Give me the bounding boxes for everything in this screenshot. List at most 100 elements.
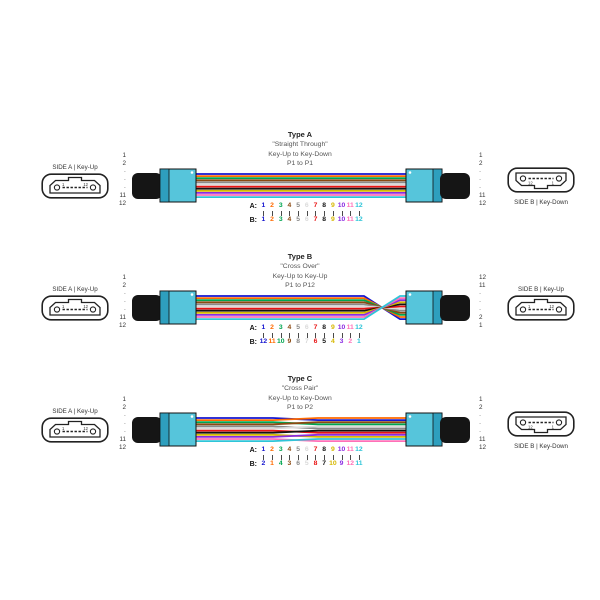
position-number: 2 bbox=[122, 282, 126, 289]
fiber-number: 3 bbox=[278, 216, 283, 223]
fiber-number: 8 bbox=[322, 202, 327, 209]
map-connection-tick bbox=[285, 210, 294, 216]
position-number: 12 bbox=[479, 444, 487, 451]
position-number: · bbox=[123, 184, 126, 191]
cable-assembly bbox=[132, 290, 470, 325]
fiber-number: 8 bbox=[322, 324, 327, 331]
map-connection-tick bbox=[285, 332, 294, 338]
mpo-connector-stripe bbox=[159, 290, 170, 325]
map-connection-tick bbox=[337, 210, 346, 216]
fiber-number: 5 bbox=[304, 460, 309, 467]
fiber-number: 9 bbox=[330, 324, 335, 331]
pin-number-right: 1 bbox=[552, 425, 555, 430]
fiber-number: 1 bbox=[261, 324, 266, 331]
fiber-number: 12 bbox=[346, 460, 354, 467]
position-number: · bbox=[123, 168, 126, 175]
fiber-number: 7 bbox=[313, 202, 318, 209]
strain-relief-boot bbox=[440, 173, 470, 199]
fiber-strand bbox=[194, 295, 408, 320]
map-connection-tick bbox=[268, 210, 277, 216]
map-connection-tick bbox=[268, 332, 277, 338]
fiber-number: 12 bbox=[355, 324, 363, 331]
position-number: · bbox=[123, 428, 126, 435]
position-number: 1 bbox=[122, 152, 126, 159]
fiber-number: 2 bbox=[270, 216, 274, 223]
side-a-connector: SIDE A | Key-Up 1 12 bbox=[40, 163, 110, 204]
guide-pin-dot bbox=[408, 415, 412, 418]
position-number: 11 bbox=[119, 436, 126, 443]
position-number: 2 bbox=[122, 160, 126, 167]
position-number: · bbox=[479, 306, 482, 313]
fiber-number: 10 bbox=[337, 446, 346, 453]
guide-pin-dot bbox=[408, 293, 412, 296]
position-number: · bbox=[123, 306, 126, 313]
mpo-connector-stripe bbox=[159, 168, 170, 203]
map-connection-tick bbox=[346, 210, 355, 216]
position-number: 2 bbox=[479, 160, 483, 167]
fiber-number: 1 bbox=[357, 338, 361, 345]
fiber-number: 2 bbox=[270, 202, 274, 209]
side-a-label: SIDE A | Key-Up bbox=[52, 286, 98, 293]
position-number: 2 bbox=[479, 404, 483, 411]
fiber-number: 3 bbox=[278, 202, 283, 209]
cable-diagram-type-c: Type C "Cross Pair" Key-Up to Key-Down P… bbox=[0, 374, 600, 496]
map-connection-tick bbox=[355, 332, 364, 338]
map-connection-tick bbox=[329, 454, 338, 460]
side-b-connector: SIDE B | Key-Up 1 12 bbox=[506, 285, 576, 326]
fiber-number: 11 bbox=[268, 338, 276, 345]
fiber-number: 10 bbox=[329, 460, 337, 467]
diagram-polarity: Key-Up to Key-Up bbox=[272, 272, 328, 280]
fiber-number: 4 bbox=[287, 324, 292, 331]
pin-number-right: 12 bbox=[83, 182, 88, 187]
fiber-number: 9 bbox=[287, 338, 292, 345]
fiber-strand bbox=[194, 433, 408, 438]
fiber-strand bbox=[194, 429, 408, 434]
guide-pin-dot bbox=[190, 415, 194, 418]
pin-number-left: 12 bbox=[528, 181, 533, 186]
fiber-number: 5 bbox=[296, 324, 300, 331]
diagram-title: Type A bbox=[287, 130, 313, 139]
row-b-label: B: bbox=[249, 216, 257, 224]
mpo-connector-stripe bbox=[159, 412, 170, 447]
diagram-title: Type C bbox=[287, 374, 313, 383]
side-a-label: SIDE A | Key-Up bbox=[52, 164, 98, 171]
position-number: · bbox=[479, 184, 482, 191]
fiber-map-ticks bbox=[259, 332, 364, 338]
map-connection-tick bbox=[294, 332, 303, 338]
row-a-label: A: bbox=[249, 446, 257, 454]
key-down-face-icon: 12 1 bbox=[507, 167, 575, 193]
fiber-number: 9 bbox=[330, 446, 335, 453]
position-number: 1 bbox=[479, 322, 483, 329]
map-connection-tick bbox=[311, 454, 320, 460]
diagram-polarity: Key-Up to Key-Down bbox=[268, 150, 332, 158]
fiber-number: 10 bbox=[276, 338, 285, 345]
row-b-label: B: bbox=[249, 338, 257, 346]
strain-relief-boot bbox=[440, 417, 470, 443]
fiber-number: 9 bbox=[330, 202, 335, 209]
fiber-strand bbox=[194, 421, 408, 426]
fiber-map-ticks bbox=[259, 210, 363, 216]
position-number: 1 bbox=[479, 396, 483, 403]
fiber-number: 8 bbox=[322, 446, 327, 453]
position-number: 12 bbox=[118, 322, 126, 329]
position-number: 11 bbox=[119, 314, 126, 321]
map-connection-tick bbox=[329, 332, 338, 338]
map-connection-tick bbox=[302, 332, 311, 338]
diagram-subtitle: "Cross Pair" bbox=[281, 385, 319, 392]
side-b-label: SIDE B | Key-Down bbox=[514, 443, 568, 450]
fiber-strand bbox=[194, 438, 408, 442]
row-b-label: B: bbox=[249, 460, 257, 468]
fiber-number: 9 bbox=[339, 460, 344, 467]
position-number: 12 bbox=[118, 444, 126, 451]
map-connection-tick bbox=[259, 454, 268, 460]
position-number: 11 bbox=[119, 192, 126, 199]
map-connection-tick bbox=[320, 332, 329, 338]
side-a-connector: SIDE A | Key-Up 1 12 bbox=[40, 285, 110, 326]
diagram-subtitle: "Cross Over" bbox=[280, 263, 320, 270]
map-connection-tick bbox=[268, 454, 277, 460]
pin-number-right: 12 bbox=[83, 304, 88, 309]
fiber-number: 7 bbox=[313, 446, 318, 453]
